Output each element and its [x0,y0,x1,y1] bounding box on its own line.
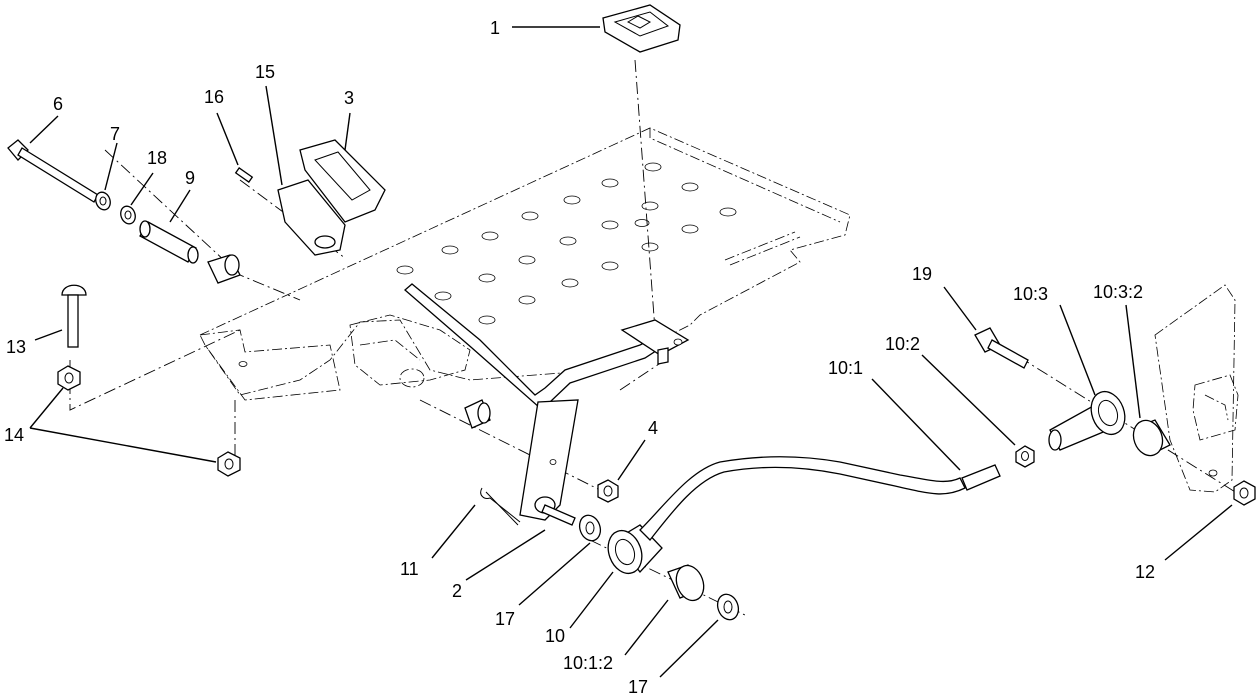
pivot-bushing-part [464,399,491,429]
carriage-bolt-part [61,284,87,348]
hex-nut-part-12 [1233,480,1256,506]
pedal-pad-part [299,139,386,223]
jam-nut-part [1015,445,1035,468]
callout-3: 3 [344,88,354,108]
callout-10: 10 [545,626,565,646]
foot-pad-part [602,4,681,53]
callout-12: 12 [1135,562,1155,582]
callout-2: 2 [452,581,462,601]
rod-end-bushing-part [1132,419,1171,457]
flange-nut-part-14a [57,365,81,391]
callout-17a: 17 [495,609,515,629]
flange-bushing-part [207,254,241,284]
shoulder-bolt-part [974,327,1029,369]
callout-18: 18 [147,148,167,168]
callout-14: 14 [4,425,24,445]
washer-part-7 [95,191,111,211]
leader-lines [29,26,1233,678]
pedal-lever-part [404,283,690,526]
callout-13: 13 [6,337,26,357]
callout-15: 15 [255,62,275,82]
pedal-bracket-part [277,179,346,256]
control-rod-part [607,456,1001,575]
callout-17b: 17 [628,677,648,697]
flange-nut-part-14b [217,451,241,477]
hex-nut-part-4 [597,479,619,503]
washer-part-17a [578,514,602,542]
callout-1: 1 [490,18,500,38]
callout-16: 16 [204,87,224,107]
cotter-pin-part [480,487,521,526]
deck-plate-phantom [199,127,851,396]
callout-19: 19 [912,264,932,284]
roll-pin-part [234,167,254,183]
wave-washer-part [120,205,136,225]
callout-10-3: 10:3 [1013,284,1048,304]
right-mount-bracket-phantom [1154,284,1239,493]
rod-end-part [1048,390,1126,451]
long-bolt-part [7,139,99,203]
callout-7: 7 [110,124,120,144]
callout-labels: 1 6 7 18 9 16 15 3 13 14 4 11 2 17 10 10… [4,18,1155,697]
callout-10-1-2: 10:1:2 [563,653,613,673]
frame-bracket-phantom [199,314,471,401]
callout-11: 11 [400,559,419,579]
callout-4: 4 [648,418,658,438]
rod-bushing-part-10-1-2 [667,564,705,602]
callout-9: 9 [185,168,195,188]
callout-10-2: 10:2 [885,334,920,354]
spacer-tube-part [139,220,199,264]
washer-part-17b [716,593,740,621]
callout-6: 6 [53,94,63,114]
callout-10-1: 10:1 [828,358,863,378]
callout-10-3-2: 10:3:2 [1093,282,1143,302]
